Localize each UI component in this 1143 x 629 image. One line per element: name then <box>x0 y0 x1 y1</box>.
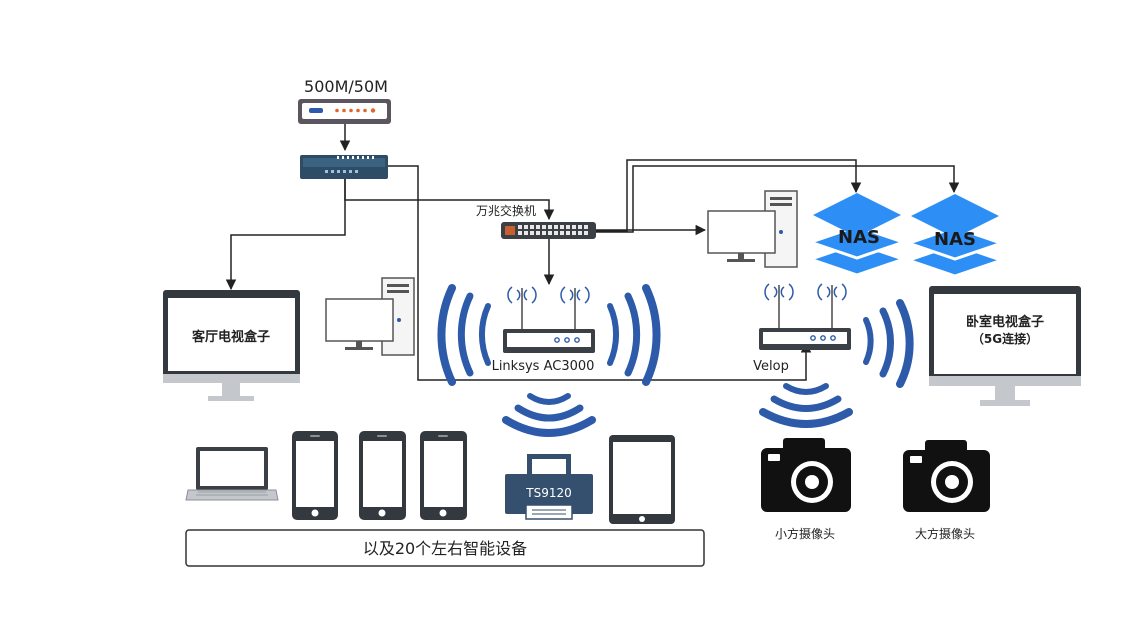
link-10g-nas2 <box>596 165 960 233</box>
nas-stack-separators-2 <box>910 242 1000 278</box>
nas-stack-separators-1 <box>812 241 902 277</box>
smart-devices-box <box>185 529 705 567</box>
camera-small-label: 小方摄像头 <box>775 526 835 541</box>
router-main-label: Linksys AC3000 <box>492 359 595 374</box>
smartphone-icon-3 <box>420 431 467 520</box>
living-tv-monitor <box>163 290 300 401</box>
link-switch-velop <box>386 165 812 381</box>
nas-2-label: NAS <box>934 229 976 250</box>
camera-large-label: 大方摄像头 <box>915 526 975 541</box>
wifi-signal-icon-velop-down <box>759 383 853 428</box>
network-switch-icon <box>300 155 388 179</box>
living-tv-label: 客厅电视盒子 <box>192 329 270 345</box>
isp-speed-label: 500M/50M <box>304 77 388 96</box>
link-switch-living-tv <box>225 178 346 291</box>
link-switch-10g-switch <box>344 178 555 221</box>
wifi-signal-icon-router-left <box>437 284 661 386</box>
switch-10g-label: 万兆交换机 <box>476 203 536 218</box>
wifi-router-icon-linksys <box>503 286 595 353</box>
link-10g-nas1 <box>596 159 862 232</box>
printer-icon <box>505 454 593 520</box>
desktop-computer-icon-right <box>707 190 798 268</box>
network-switch-10g-icon <box>501 222 596 239</box>
wifi-signal-icon-router-down <box>502 393 596 437</box>
desktop-computer-icon <box>325 277 415 356</box>
camera-icon-small <box>761 438 851 512</box>
modem-icon <box>298 99 391 124</box>
smart-devices-label: 以及20个左右智能设备 <box>363 539 527 558</box>
wifi-signal-icon-velop-right <box>863 299 914 388</box>
router-velop-label: Velop <box>753 359 789 374</box>
bedroom-tv-label-line1: 卧室电视盒子 <box>966 314 1044 330</box>
laptop-icon <box>185 447 279 501</box>
camera-icon-large <box>903 440 990 512</box>
smartphone-icon-1 <box>292 431 338 520</box>
printer-label: TS9120 <box>525 486 572 500</box>
wifi-router-icon-velop <box>759 283 851 350</box>
tablet-icon <box>609 435 675 524</box>
bedroom-tv-monitor <box>929 286 1081 406</box>
smartphone-icon-2 <box>359 431 406 520</box>
bedroom-tv-label-line2: （5G连接） <box>972 331 1038 346</box>
nas-1-label: NAS <box>838 227 880 248</box>
connection-lines <box>225 124 960 381</box>
